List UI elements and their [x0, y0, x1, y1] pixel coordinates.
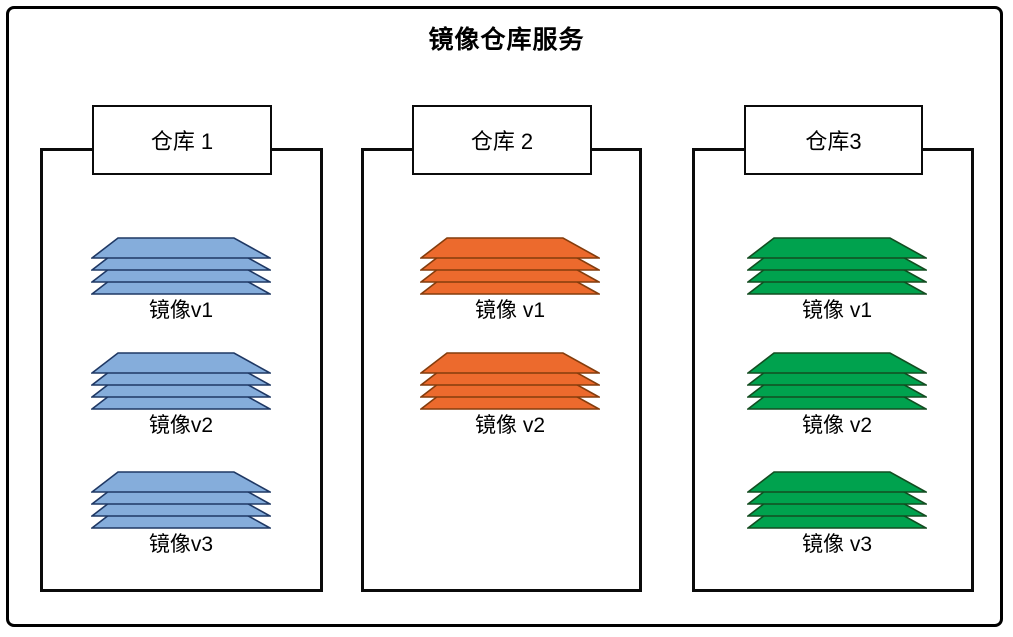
layer-stack-icon [420, 237, 600, 295]
repository-label-text: 仓库 1 [150, 129, 214, 154]
image-stack-group: 镜像 v2 [420, 352, 600, 440]
layer-stack-icon [420, 352, 600, 410]
repository-label-2: 仓库 2 [412, 105, 592, 175]
image-stack-group: 镜像v2 [91, 352, 271, 440]
image-stack-group: 镜像 v1 [747, 237, 927, 325]
layer-stack-icon [747, 471, 927, 529]
layer-stack-icon [91, 352, 271, 410]
image-stack-group: 镜像 v2 [747, 352, 927, 440]
layer-stack-icon [747, 352, 927, 410]
image-stack-group: 镜像 v3 [747, 471, 927, 559]
image-stack-group: 镜像v3 [91, 471, 271, 559]
repository-label-3: 仓库3 [744, 105, 923, 175]
repository-label-text: 仓库3 [805, 129, 862, 154]
image-label: 镜像v1 [148, 299, 214, 322]
image-label: 镜像 v1 [801, 299, 872, 322]
repository-label-1: 仓库 1 [92, 105, 272, 175]
image-label: 镜像v2 [148, 414, 214, 437]
image-label: 镜像 v3 [801, 533, 872, 556]
image-stack-group: 镜像 v1 [420, 237, 600, 325]
image-label: 镜像 v2 [474, 414, 545, 437]
diagram-title: 镜像仓库服务 [428, 26, 585, 54]
repository-label-text: 仓库 2 [470, 129, 534, 154]
image-label: 镜像v3 [148, 533, 214, 556]
image-label: 镜像 v1 [474, 299, 545, 322]
layer-stack-icon [747, 237, 927, 295]
layer-stack-icon [91, 471, 271, 529]
image-label: 镜像 v2 [801, 414, 872, 437]
layer-stack-icon [91, 237, 271, 295]
image-stack-group: 镜像v1 [91, 237, 271, 325]
